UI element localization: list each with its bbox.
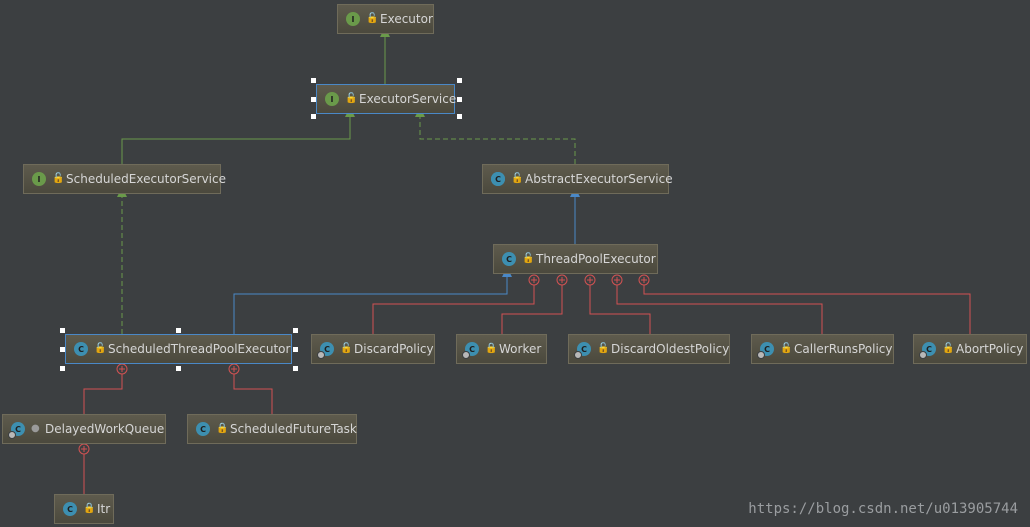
edge-abstractexecutorservice-executorservice xyxy=(415,107,576,164)
inner-marker-icon xyxy=(228,363,240,375)
selection-handle[interactable] xyxy=(176,366,181,371)
public-lock-icon: 🔓 xyxy=(780,343,793,354)
public-lock-icon: 🔓 xyxy=(597,343,610,354)
node-label: DelayedWorkQueue xyxy=(45,422,165,436)
public-lock-icon: 🔓 xyxy=(94,343,107,354)
edge-inner-discardoldestpolicy xyxy=(589,284,651,334)
public-lock-icon: 🔓 xyxy=(52,173,65,184)
node-discardpolicy[interactable]: C 🔓 DiscardPolicy xyxy=(311,334,435,364)
class-icon: C xyxy=(502,252,516,266)
node-scheduledexecutorservice[interactable]: I 🔓 ScheduledExecutorService xyxy=(23,164,226,194)
node-label: DiscardOldestPolicy xyxy=(611,342,730,356)
node-label: ScheduledThreadPoolExecutor xyxy=(108,342,291,356)
node-label: CallerRunsPolicy xyxy=(794,342,893,356)
node-delayedworkqueue[interactable]: C ● DelayedWorkQueue xyxy=(2,414,166,444)
node-label: AbortPolicy xyxy=(956,342,1024,356)
node-scheduledfuturetask[interactable]: C 🔒 ScheduledFutureTask xyxy=(187,414,357,444)
class-icon: C xyxy=(63,502,77,516)
interface-icon: I xyxy=(32,172,46,186)
selection-handle[interactable] xyxy=(293,366,298,371)
node-label: Itr xyxy=(97,502,111,516)
node-threadpoolexecutor[interactable]: C 🔓 ThreadPoolExecutor xyxy=(493,244,658,274)
edge-inner-abortpolicy xyxy=(643,284,971,334)
inner-marker-icon xyxy=(556,274,568,286)
node-label: AbstractExecutorService xyxy=(525,172,673,186)
selection-handle[interactable] xyxy=(60,328,65,333)
private-lock-icon: 🔒 xyxy=(216,423,229,434)
selection-handle[interactable] xyxy=(311,114,316,119)
selection-handle[interactable] xyxy=(176,328,181,333)
class-icon: C xyxy=(196,422,210,436)
watermark-text: https://blog.csdn.net/u013905744 xyxy=(748,501,1018,517)
abstract-class-icon: C xyxy=(491,172,505,186)
inner-class-icon: C xyxy=(462,342,479,359)
selection-handle[interactable] xyxy=(293,347,298,352)
node-executorservice[interactable]: I 🔓 ExecutorService xyxy=(316,84,457,114)
class-icon: C xyxy=(74,342,88,356)
package-visibility-icon: ● xyxy=(31,423,40,434)
inner-class-icon: C xyxy=(757,342,774,359)
node-worker[interactable]: C 🔒 Worker xyxy=(456,334,547,364)
public-lock-icon: 🔓 xyxy=(366,13,379,24)
node-label: ScheduledFutureTask xyxy=(230,422,357,436)
interface-icon: I xyxy=(325,92,339,106)
node-label: ThreadPoolExecutor xyxy=(536,252,656,266)
node-executor[interactable]: I 🔓 Executor xyxy=(337,4,434,34)
node-abstractexecutorservice[interactable]: C 🔓 AbstractExecutorService xyxy=(482,164,673,194)
selection-handle[interactable] xyxy=(60,347,65,352)
public-lock-icon: 🔓 xyxy=(522,253,535,264)
node-label: Worker xyxy=(499,342,542,356)
edge-scheduledthreadpoolexecutor-threadpoolexecutor xyxy=(233,267,512,334)
node-itr[interactable]: C 🔒 Itr xyxy=(54,494,114,524)
inner-marker-icon xyxy=(584,274,596,286)
inner-class-icon: C xyxy=(574,342,591,359)
edge-inner-scheduledfuturetask xyxy=(233,374,273,414)
node-label: ScheduledExecutorService xyxy=(66,172,226,186)
selection-handle[interactable] xyxy=(311,97,316,102)
public-lock-icon: 🔓 xyxy=(340,343,353,354)
public-lock-icon: 🔓 xyxy=(511,173,524,184)
inner-class-icon: C xyxy=(919,342,936,359)
inner-class-icon: C xyxy=(317,342,334,359)
node-label: Executor xyxy=(380,12,433,26)
inner-marker-icon xyxy=(78,443,90,455)
selection-handle[interactable] xyxy=(457,97,462,102)
selection-handle[interactable] xyxy=(457,114,462,119)
edge-scheduledexecutorservice-executorservice xyxy=(121,107,355,164)
public-lock-icon: 🔓 xyxy=(345,93,358,104)
edge-inner-delayedworkqueue xyxy=(83,374,123,414)
interface-icon: I xyxy=(346,12,360,26)
edge-inner-callerrunspolicy xyxy=(616,284,823,334)
selection-handle[interactable] xyxy=(311,78,316,83)
node-scheduledthreadpoolexecutor[interactable]: C 🔓 ScheduledThreadPoolExecutor xyxy=(65,334,292,364)
selection-handle[interactable] xyxy=(60,366,65,371)
private-lock-icon: 🔒 xyxy=(83,503,96,514)
selection-handle[interactable] xyxy=(293,328,298,333)
node-label: DiscardPolicy xyxy=(354,342,434,356)
inner-class-icon: C xyxy=(8,422,25,439)
node-discardoldestpolicy[interactable]: C 🔓 DiscardOldestPolicy xyxy=(568,334,730,364)
node-label: ExecutorService xyxy=(359,92,457,106)
inner-marker-icon xyxy=(638,274,650,286)
inner-marker-icon xyxy=(528,274,540,286)
node-callerrunspolicy[interactable]: C 🔓 CallerRunsPolicy xyxy=(751,334,894,364)
private-lock-icon: 🔒 xyxy=(485,343,498,354)
edge-inner-discardpolicy xyxy=(372,284,535,334)
node-abortpolicy[interactable]: C 🔓 AbortPolicy xyxy=(913,334,1027,364)
selection-handle[interactable] xyxy=(457,78,462,83)
edge-inner-worker xyxy=(501,284,563,334)
inner-marker-icon xyxy=(116,363,128,375)
inner-marker-icon xyxy=(611,274,623,286)
public-lock-icon: 🔓 xyxy=(942,343,955,354)
